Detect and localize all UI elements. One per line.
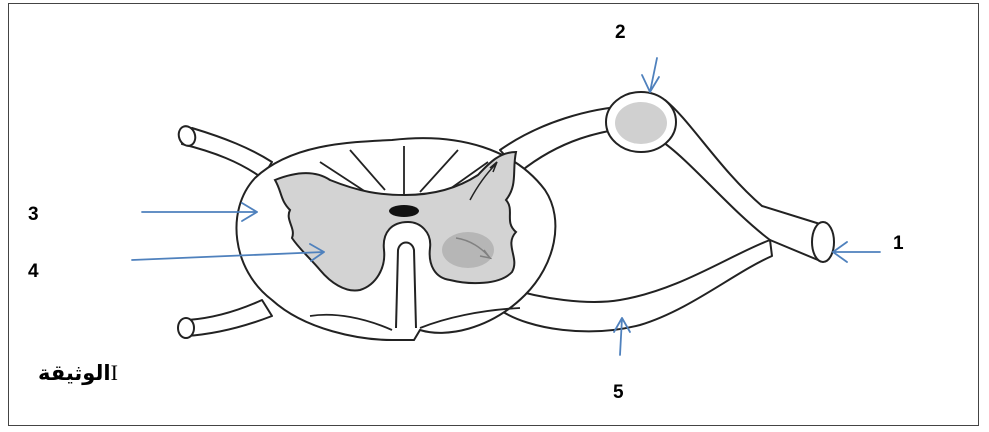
lower-left-root	[186, 300, 272, 336]
central-canal	[389, 205, 419, 217]
label-2: 2	[615, 23, 626, 42]
label-3: 3	[28, 205, 39, 224]
caption-word: الوثيقة	[38, 361, 111, 385]
anterior-fissure	[396, 243, 416, 329]
arrow-2	[642, 58, 659, 92]
ganglion-body	[615, 102, 667, 144]
label-5: 5	[613, 383, 624, 402]
arrow-1	[833, 242, 880, 262]
document-caption: الوثيقةI	[38, 360, 118, 386]
spinal-nerve-end	[812, 222, 834, 262]
ventral-horn-shade	[442, 232, 494, 268]
label-4: 4	[28, 262, 39, 281]
ganglion-to-nerve	[660, 100, 820, 260]
caption-roman: I	[111, 360, 118, 385]
label-1: 1	[893, 234, 904, 253]
lower-left-root-end	[178, 318, 194, 338]
